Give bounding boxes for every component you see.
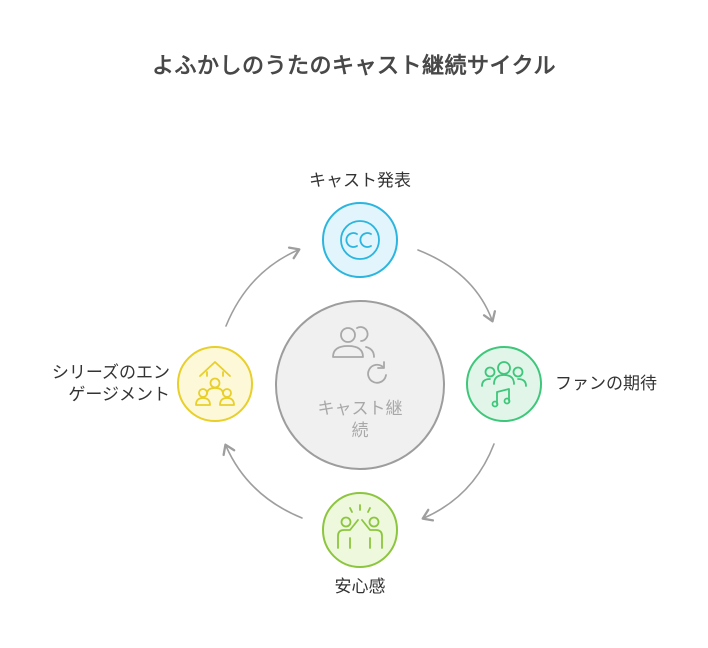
arrow-reassurance-to-engagement [222, 443, 303, 519]
label-series-engagement: シリーズのエン ゲージメント [10, 362, 170, 406]
closed-caption-icon [340, 220, 380, 260]
node-circle [466, 346, 542, 422]
arrow-engagement-to-cast [225, 246, 301, 327]
diagram-title: よふかしのうたのキャスト継続サイクル [152, 54, 556, 79]
community-growth-icon [195, 361, 235, 406]
center-label-line1: キャスト継 [317, 399, 403, 419]
users-refresh-icon [332, 326, 387, 384]
cycle-arrows [222, 246, 497, 522]
center-circle [275, 300, 445, 470]
label-series-engagement-line1: シリーズのエン [51, 363, 170, 383]
node-circle [177, 346, 253, 422]
center-node [275, 300, 445, 470]
node-series-engagement [177, 346, 253, 422]
label-series-engagement-line2: ゲージメント [68, 385, 170, 405]
label-cast-announcement: キャスト発表 [309, 171, 411, 191]
node-cast-announcement [322, 202, 398, 278]
label-reassurance: 安心感 [334, 577, 386, 597]
label-fan-expectation: ファンの期待 [555, 374, 657, 394]
arrow-fan-to-reassurance [421, 443, 495, 522]
center-label: キャスト継 続 [300, 398, 420, 442]
node-reassurance [322, 492, 398, 568]
node-fan-expectation [466, 346, 542, 422]
node-circle [322, 492, 398, 568]
center-label-line2: 続 [351, 421, 369, 441]
high-five-icon [337, 504, 383, 549]
arrow-cast-to-fan [417, 249, 497, 323]
fans-music-icon [481, 361, 527, 408]
